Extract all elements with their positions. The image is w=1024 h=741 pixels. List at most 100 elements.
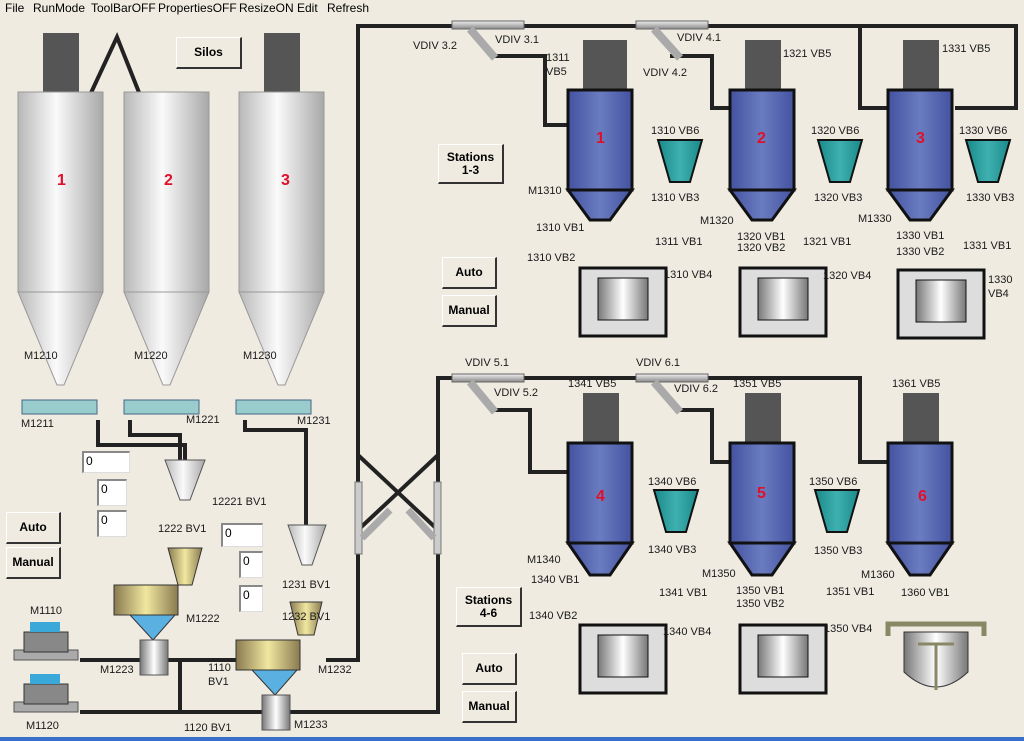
label-m1223: M1223 (100, 664, 134, 676)
label-vdiv-5-2: VDIV 5.2 (494, 387, 539, 399)
taskbar-edge (0, 737, 1024, 741)
silo-number-2: 2 (164, 172, 173, 189)
silos-button[interactable]: Silos (176, 37, 242, 69)
label-m1220: M1220 (134, 350, 168, 362)
label-m1210: M1210 (24, 350, 58, 362)
label-1350-vb4: 1350 VB4 (824, 623, 873, 635)
label-12221-bv1: 12221 BV1 (212, 496, 267, 508)
mixing-area (13, 459, 327, 731)
menu-file[interactable]: File (5, 1, 25, 15)
label-1330-vb3: 1330 VB3 (966, 192, 1015, 204)
label-m1330: M1330 (858, 213, 892, 225)
diverter-valves (354, 20, 709, 555)
label-1330-vb2: 1330 VB2 (896, 246, 945, 258)
value-field-1[interactable]: 0 (82, 451, 130, 473)
label-vdiv-3-2: VDIV 3.2 (413, 40, 458, 52)
label-1320-vb1: 1320 VB1 (737, 231, 786, 243)
label-1341-vb5: 1341 VB5 (568, 378, 617, 390)
label-vdiv-5-1: VDIV 5.1 (465, 357, 510, 369)
label-1120-bv1: 1120 BV1 (184, 722, 232, 734)
label-1310-vb2: 1310 VB2 (527, 252, 576, 264)
station-number-2: 2 (757, 130, 766, 147)
stations-group (565, 40, 1012, 695)
silo-number-3: 3 (281, 172, 290, 189)
silos-group (17, 33, 325, 415)
label-1330-vb4-b: VB4 (988, 288, 1009, 300)
menu-runmode[interactable]: RunMode (33, 1, 86, 15)
menu-propertiesoff[interactable]: PropertiesOFF (158, 1, 237, 15)
label-1222-bv1: 1222 BV1 (158, 523, 207, 535)
label-1330-vb4-a: 1330 (988, 274, 1013, 286)
label-m1110: M1110 (30, 605, 63, 617)
label-m1360: M1360 (861, 569, 895, 581)
label-1350-vb1: 1350 VB1 (736, 585, 785, 597)
label-1350-vb2: 1350 VB2 (736, 598, 785, 610)
label-m1120: M1120 (26, 720, 59, 732)
label-1350-vb3: 1350 VB3 (814, 545, 863, 557)
label-1110-bv1-b: BV1 (208, 676, 229, 688)
station-number-1: 1 (596, 130, 605, 147)
menu-toolbaroff[interactable]: ToolBarOFF (91, 1, 156, 15)
manual-button-stations-4-6[interactable]: Manual (462, 691, 517, 723)
value-field-4[interactable]: 0 (221, 523, 263, 547)
label-vdiv-6-1: VDIV 6.1 (636, 357, 681, 369)
label-m1232: M1232 (318, 664, 352, 676)
label-1320-vb2: 1320 VB2 (737, 242, 786, 254)
label-m1233: M1233 (294, 719, 328, 731)
label-1340-vb3: 1340 VB3 (648, 544, 697, 556)
label-1320-vb4: 1320 VB4 (823, 270, 872, 282)
label-1320-vb6: 1320 VB6 (811, 125, 860, 137)
label-1330-vb6: 1330 VB6 (959, 125, 1008, 137)
label-1310-vb3: 1310 VB3 (651, 192, 700, 204)
manual-button-silos[interactable]: Manual (6, 547, 61, 579)
label-m1222: M1222 (186, 613, 220, 625)
label-1360-vb1: 1360 VB1 (901, 587, 950, 599)
label-m1310: M1310 (528, 185, 562, 197)
menu-bar: File RunMode ToolBarOFF PropertiesOFF Re… (0, 0, 1024, 16)
label-1310-vb1: 1310 VB1 (536, 222, 585, 234)
stations-1-3-button[interactable]: Stations 1-3 (438, 144, 504, 184)
menu-resizeon[interactable]: ResizeON (239, 1, 294, 15)
silo-number-1: 1 (57, 172, 66, 189)
label-1331-vb5: 1331 VB5 (942, 43, 991, 55)
label-m1230: M1230 (243, 350, 277, 362)
label-1351-vb1: 1351 VB1 (826, 586, 875, 598)
label-1340-vb4: 1340 VB4 (663, 626, 712, 638)
station-number-3: 3 (916, 130, 925, 147)
label-1321-vb1: 1321 VB1 (803, 236, 852, 248)
label-vdiv-6-2: VDIV 6.2 (674, 383, 719, 395)
value-field-5[interactable]: 0 (239, 551, 263, 578)
value-field-3[interactable]: 0 (97, 510, 127, 537)
label-m1231: M1231 (297, 415, 331, 427)
station-number-6: 6 (918, 488, 927, 505)
label-m1211: M1211 (21, 418, 54, 430)
stations-4-6-button[interactable]: Stations 4-6 (456, 587, 522, 627)
auto-button-stations-1-3[interactable]: Auto (442, 257, 497, 289)
silo-1 (17, 33, 104, 386)
value-field-2[interactable]: 0 (97, 479, 127, 506)
label-1321-vb5: 1321 VB5 (783, 48, 832, 60)
label-1310-vb6: 1310 VB6 (651, 125, 700, 137)
label-m1340: M1340 (527, 554, 561, 566)
menu-edit[interactable]: Edit (297, 1, 318, 15)
auto-button-silos[interactable]: Auto (6, 512, 61, 544)
label-1311-vb5-b: VB5 (546, 66, 567, 78)
label-m1320: M1320 (700, 215, 734, 227)
label-1361-vb5: 1361 VB5 (892, 378, 941, 390)
label-vdiv-4-2: VDIV 4.2 (643, 67, 688, 79)
value-field-6[interactable]: 0 (239, 585, 263, 612)
label-1340-vb1: 1340 VB1 (531, 574, 580, 586)
label-vdiv-4-1: VDIV 4.1 (677, 32, 722, 44)
manual-button-stations-1-3[interactable]: Manual (442, 295, 497, 327)
menu-refresh[interactable]: Refresh (327, 1, 370, 15)
label-m1221: M1221 (186, 414, 220, 426)
label-1231-bv1: 1231 BV1 (282, 579, 331, 591)
label-1110-bv1-a: 1110 (208, 662, 231, 674)
auto-button-stations-4-6[interactable]: Auto (462, 653, 517, 685)
label-vdiv-3-1: VDIV 3.1 (495, 34, 540, 46)
silo-3 (238, 33, 325, 386)
label-1311-vb5-a: 1311 (546, 52, 570, 64)
label-m1350: M1350 (702, 568, 736, 580)
label-1350-vb6: 1350 VB6 (809, 476, 858, 488)
